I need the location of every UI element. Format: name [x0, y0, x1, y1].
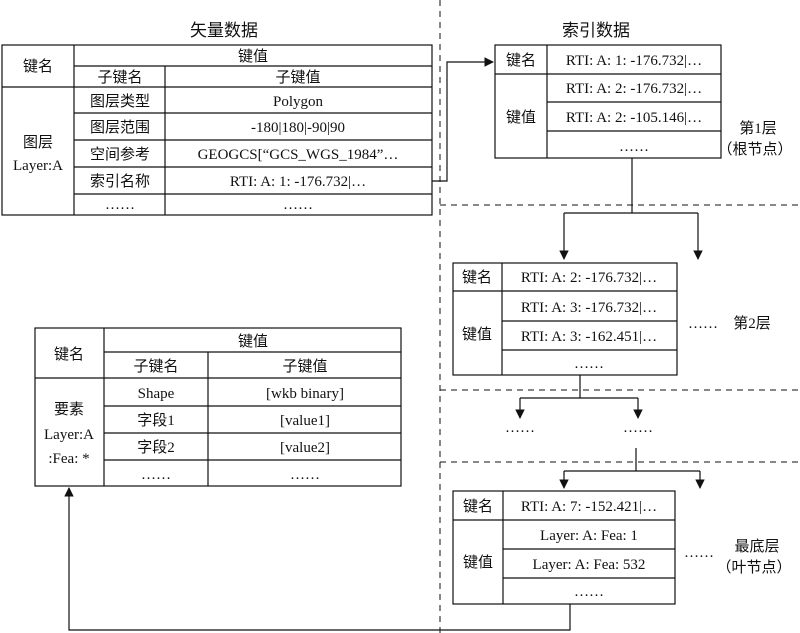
feature-value-cell: [value2] [280, 440, 330, 456]
index-level2-key: RTI: A: 2: -176.732|… [521, 270, 657, 286]
index-level1-key-label: 键名 [506, 52, 536, 69]
vector-value-header: 键值 [238, 48, 268, 65]
index-level1-value: …… [619, 139, 649, 155]
vector-subkey-cell: 图层范围 [90, 119, 150, 136]
vector-value-cell: RTI: A: 1: -176.732|… [230, 174, 366, 190]
vector-subvalue-header: 子键值 [275, 69, 320, 86]
level2-dots: …… [688, 316, 718, 332]
index-leaf-key-label: 键名 [463, 498, 493, 515]
leaf-label-line1: 最底层 [734, 538, 779, 555]
feature-subkey-cell: …… [141, 467, 171, 483]
index-data-title: 索引数据 [562, 21, 630, 40]
index-level2-value-label: 键值 [462, 326, 492, 343]
vector-subkey-cell: 空间参考 [90, 146, 150, 163]
level2-label: 第2层 [733, 314, 771, 332]
vector-value-cell: -180|180|-90|90 [251, 120, 345, 136]
feature-subkey-cell: Shape [138, 386, 175, 402]
index-leaf-value: …… [574, 584, 604, 600]
index-level1-value: RTI: A: 2: -176.732|… [566, 81, 702, 97]
feature-subkey-cell: 字段1 [137, 412, 175, 429]
feature-key-header: 键名 [54, 346, 84, 363]
vector-key-name-line1: 图层 [23, 134, 53, 151]
index-level1-table [494, 44, 722, 159]
feature-subvalue-header: 子键值 [282, 358, 327, 375]
index-leaf-value: Layer: A: Fea: 1 [540, 528, 638, 544]
index-level2-value: RTI: A: 3: -176.732|… [521, 300, 657, 316]
index-level2-value: …… [574, 356, 604, 372]
feature-value-cell: [wkb binary] [266, 386, 344, 402]
middle-dots-left: …… [505, 420, 535, 436]
vector-key-name-line2: Layer:A [13, 158, 63, 174]
vector-key-header: 键名 [23, 58, 53, 75]
leaf-label-line2: （叶节点） [716, 559, 791, 576]
index-leaf-table [452, 490, 676, 605]
index-level1-key: RTI: A: 1: -176.732|… [566, 53, 702, 69]
index-level1-value: RTI: A: 2: -105.146|… [566, 110, 702, 126]
leaf-to-feature-arrow [64, 487, 571, 631]
index-name-arrow [432, 57, 494, 182]
vector-subkey-cell: 图层类型 [90, 93, 150, 110]
vector-value-cell: GEOGCS[“GCS_WGS_1984”… [198, 147, 399, 163]
index-level1-value-label: 键值 [506, 109, 536, 126]
vector-table [1, 44, 433, 216]
feature-key-name-line3: :Fea: * [48, 451, 89, 467]
vector-subkey-cell: 索引名称 [90, 173, 150, 190]
index-leaf-value: Layer: A: Fea: 532 [533, 557, 646, 573]
index-level2-table [452, 262, 678, 376]
vector-data-title: 矢量数据 [190, 21, 258, 40]
feature-value-cell: [value1] [280, 413, 330, 429]
level1-label-line2: （根节点） [717, 141, 792, 158]
level1-label-line1: 第1层 [739, 119, 777, 137]
vector-value-cell: Polygon [273, 94, 324, 110]
vector-subkey-cell: …… [105, 197, 135, 213]
index-level2-value: RTI: A: 3: -162.451|… [521, 329, 657, 345]
feature-key-name-line2: Layer:A [44, 427, 94, 443]
index-level2-key-label: 键名 [462, 269, 492, 286]
vector-subkey-header: 子键名 [97, 69, 142, 86]
leaf-dots: …… [684, 545, 714, 561]
middle-dots-right: …… [623, 420, 653, 436]
feature-subkey-cell: 字段2 [137, 439, 175, 456]
feature-table [34, 327, 402, 487]
feature-subkey-header: 子键名 [133, 358, 178, 375]
index-leaf-value-label: 键值 [463, 554, 493, 571]
vector-value-cell: …… [283, 197, 313, 213]
index-leaf-key: RTI: A: 7: -152.421|… [521, 499, 657, 515]
feature-value-cell: …… [290, 467, 320, 483]
feature-key-name-line1: 要素 [54, 401, 84, 418]
feature-value-header: 键值 [238, 333, 268, 350]
